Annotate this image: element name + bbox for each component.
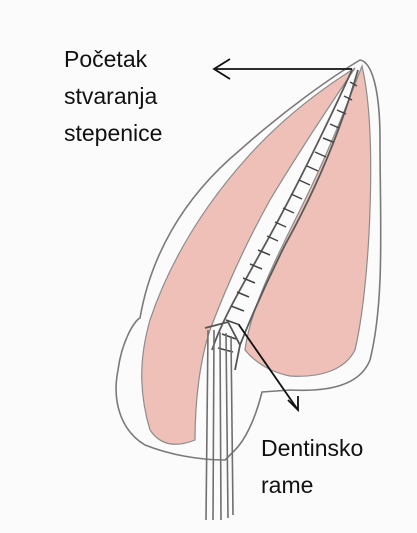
label-ledge-start-line-1: Početak — [64, 41, 162, 78]
label-dentin-shoulder: Dentinsko rame — [261, 430, 363, 504]
label-dentin-shoulder-line-2: rame — [261, 467, 363, 504]
label-ledge-start-line-3: stepenice — [64, 115, 162, 152]
instrument-shaft — [206, 330, 233, 520]
label-ledge-start: Početak stvaranja stepenice — [64, 41, 162, 152]
arrow-top — [214, 59, 352, 79]
label-ledge-start-line-2: stvaranja — [64, 78, 162, 115]
label-dentin-shoulder-line-1: Dentinsko — [261, 430, 363, 467]
